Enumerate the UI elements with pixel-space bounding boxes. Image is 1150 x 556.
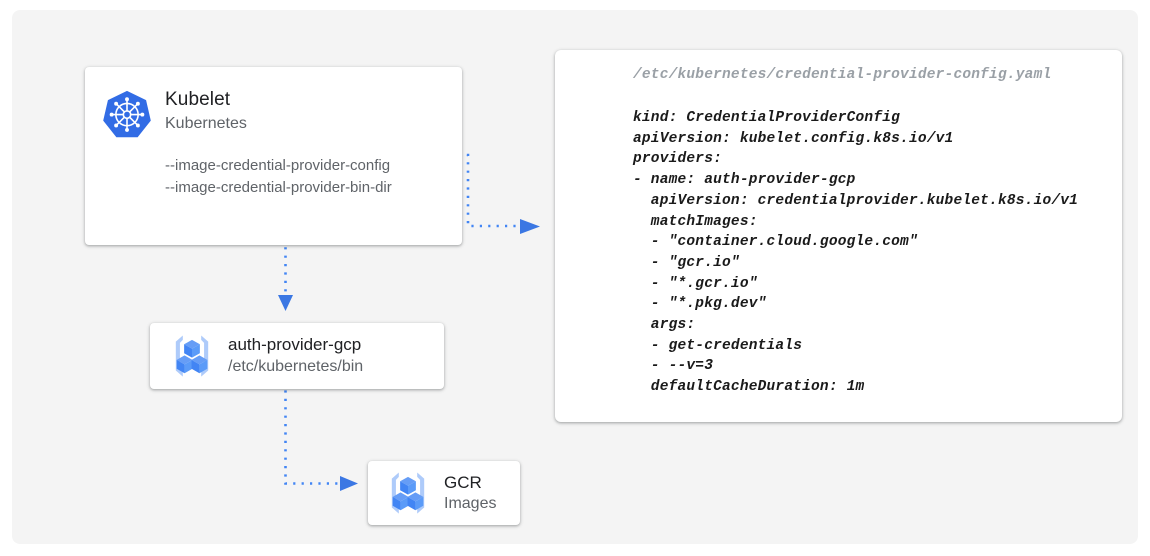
container-registry-icon [391,472,425,514]
yaml-file-path: /etc/kubernetes/credential-provider-conf… [633,67,1052,83]
arrowhead-icon [520,219,540,234]
diagram-canvas: Kubelet Kubernetes --image-credential-pr… [12,10,1138,544]
connector-auth-provider-to-gcr [284,382,358,491]
gcr-subtitle: Images [444,495,497,512]
kubelet-title: Kubelet [165,89,231,110]
cube-top [400,476,416,495]
kubernetes-logo-icon [103,90,151,138]
auth-provider-gcp-path: /etc/kubernetes/bin [228,358,364,375]
container-registry-icon [175,335,209,377]
kubelet-flag-bin-dir: --image-credential-provider-bin-dir [165,179,392,196]
arrowhead-icon [278,295,293,311]
gcr-card[interactable]: GCR Images [368,461,520,525]
yaml-config-body: kind: CredentialProviderConfig apiVersio… [633,110,1079,396]
kubelet-card[interactable]: Kubelet Kubernetes --image-credential-pr… [85,67,462,245]
kubelet-flag-config: --image-credential-provider-config [165,157,391,174]
gcr-title: GCR [444,473,482,492]
auth-provider-gcp-card[interactable]: auth-provider-gcp /etc/kubernetes/bin [150,323,444,389]
kubelet-subtitle: Kubernetes [165,115,247,132]
arrowhead-icon [340,476,358,491]
cube-top [184,339,200,358]
auth-provider-gcp-title: auth-provider-gcp [228,335,362,354]
yaml-config-card[interactable]: /etc/kubernetes/credential-provider-conf… [555,50,1122,422]
